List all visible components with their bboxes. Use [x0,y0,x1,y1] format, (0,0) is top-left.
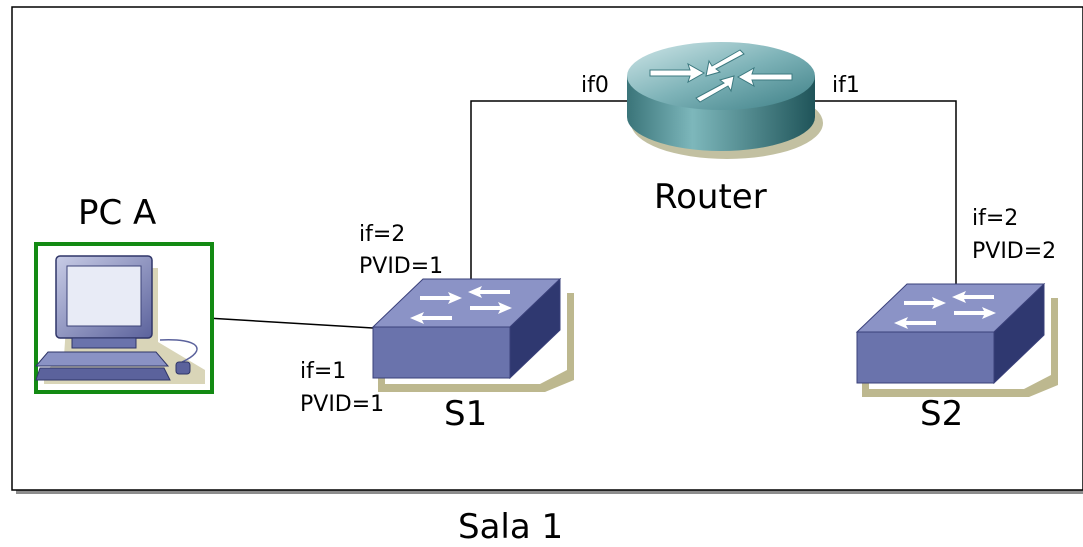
links [206,100,957,329]
switch-icon[interactable] [855,282,1058,397]
pc-label: PC A [78,193,157,233]
s1-uplink-pvid: PVID=1 [359,254,444,279]
link-router-s2 [813,100,957,290]
s1-uplink-if: if=2 [359,222,406,247]
switch1-label: S1 [444,394,488,434]
desktop-computer-icon[interactable] [34,242,214,394]
room-frame [11,6,1083,494]
router-icon[interactable] [627,42,823,159]
router-port-if0: if0 [581,73,609,98]
router-port-if1: if1 [832,73,860,98]
s2-uplink-pvid: PVID=2 [972,239,1057,264]
s2-uplink-if: if=2 [972,206,1019,231]
router-label: Router [654,177,767,217]
s1-pc-if: if=1 [300,359,347,384]
switch2-label: S2 [920,394,964,434]
room-caption: Sala 1 [458,507,564,547]
switch-icon[interactable] [371,277,574,392]
s1-pc-pvid: PVID=1 [300,392,385,417]
link-router-s1 [470,100,631,283]
link-pc-s1 [206,317,374,329]
